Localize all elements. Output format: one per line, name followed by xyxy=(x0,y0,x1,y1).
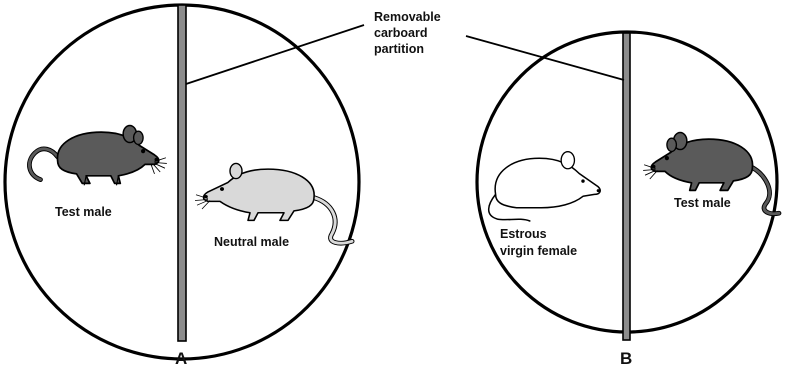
callout-line-2: carboard xyxy=(374,26,428,40)
test-male-label-a: Test male xyxy=(55,205,112,219)
female-label-line-2: virgin female xyxy=(500,244,577,258)
partition-a xyxy=(178,5,186,341)
panel-letter-a: A xyxy=(175,349,187,368)
callout-line-3: partition xyxy=(374,42,424,56)
test-male-label-b: Test male xyxy=(674,196,731,210)
panel-letter-b: B xyxy=(620,349,632,368)
partition-b xyxy=(623,33,630,340)
female-label-line-1: Estrous xyxy=(500,227,547,241)
neutral-male-label: Neutral male xyxy=(214,235,289,249)
callout-line-1: Removable xyxy=(374,10,441,24)
